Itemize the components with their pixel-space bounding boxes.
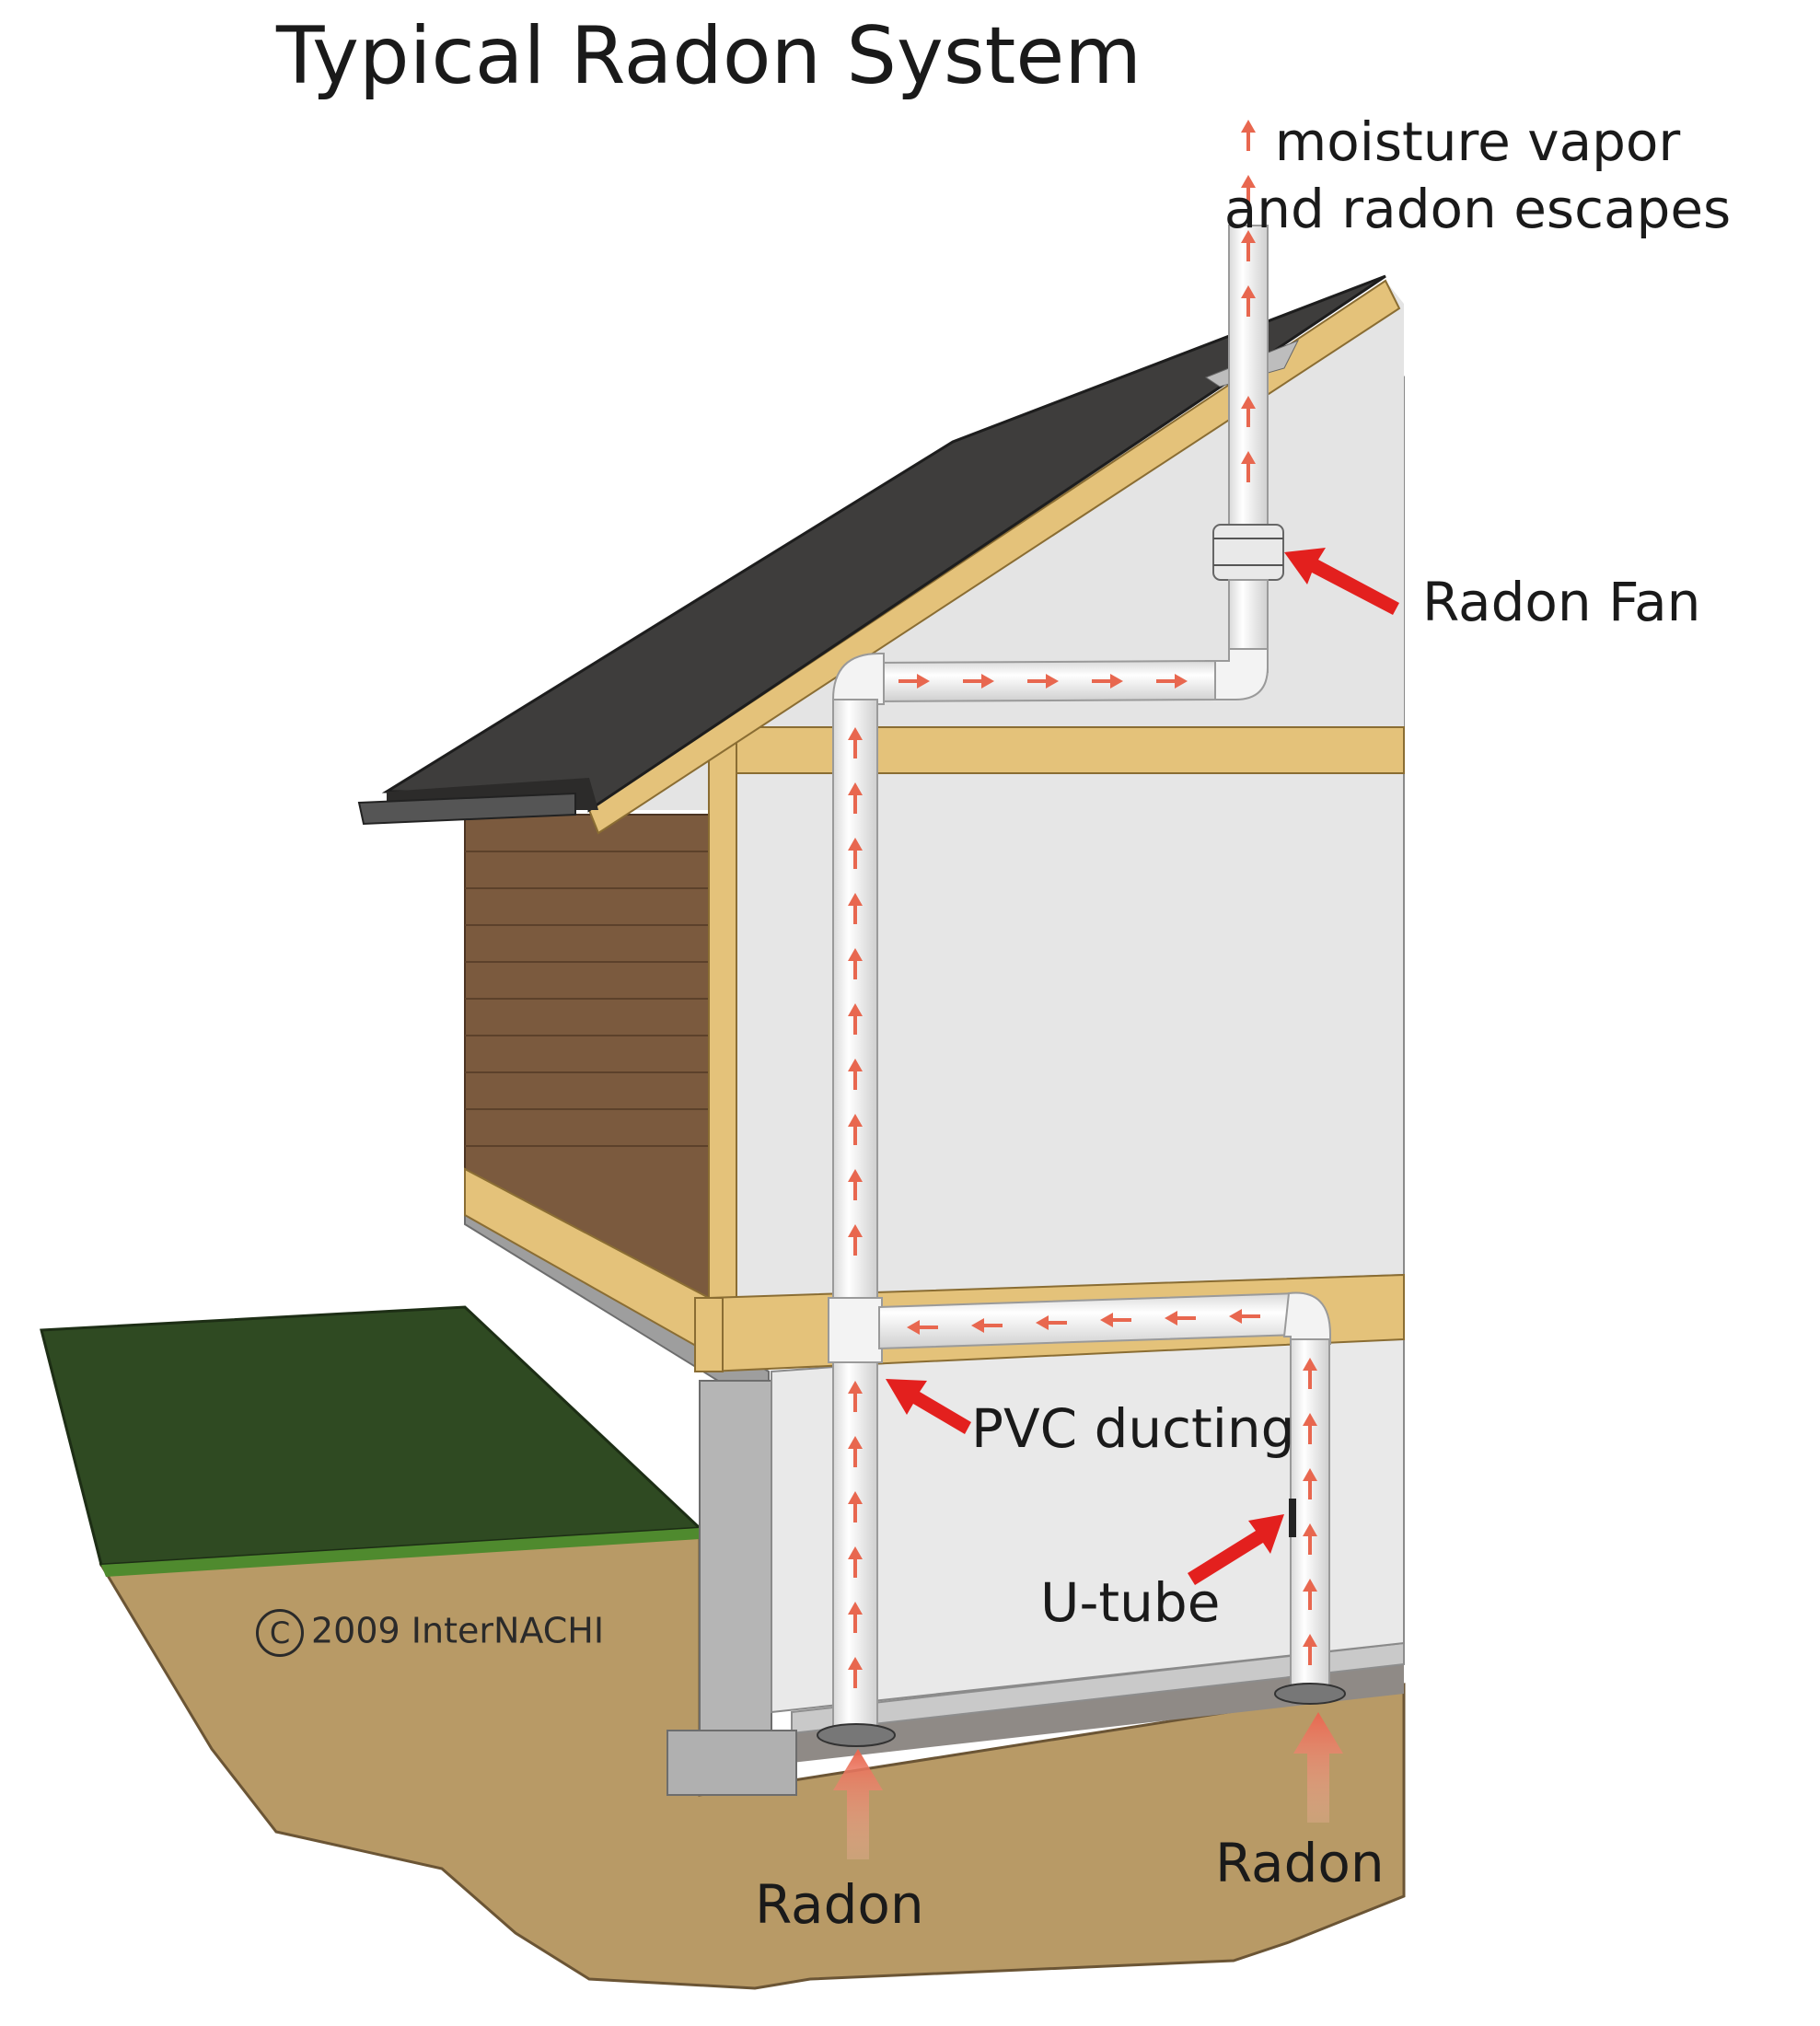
main-riser-flow-arrows [848,727,863,1688]
pointer-arrows [886,548,1399,1585]
lower-horizontal-flow-arrows [907,1309,1260,1335]
vent-exhaust-label: moisture vapor and radon escapes [1220,109,1735,242]
u-tube-label: U-tube [1040,1571,1221,1634]
radon-entry-arrow-right [1293,1712,1343,1823]
right-suction-pit [1274,1683,1346,1705]
vent-flow-arrows [1241,120,1256,482]
grass-edge [101,1528,700,1577]
upper-horizontal-flow-arrows [898,674,1188,689]
radon-fan-label: Radon Fan [1422,571,1701,633]
vent-stack-pipe [1228,225,1269,539]
roof-rafter [587,279,1401,835]
fan-pointer-arrow [1284,548,1399,615]
u-tube-pointer-arrow [1188,1514,1284,1585]
pvc-pointer-arrow [886,1379,971,1434]
left-suction-pit [817,1723,896,1747]
sill-plate [694,1297,724,1372]
grass-lawn [40,1305,703,1567]
gutter [357,792,576,826]
airflow-arrows [848,120,1317,1688]
u-tube-gauge [1289,1499,1296,1537]
pvc-ducting-label: PVC ducting [971,1397,1295,1460]
copyright-text: 2009 InterNACHI [311,1610,605,1651]
radon-label-left: Radon [755,1873,924,1936]
stud-left [708,726,737,1299]
soil-ground [99,1526,1406,1990]
gravel-bed [792,1661,1404,1763]
diagram-title: Typical Radon System [276,10,1142,102]
radon-label-right: Radon [1215,1832,1385,1894]
tee-fitting [828,1297,883,1363]
vent-exhaust-label-line1: moisture vapor [1274,110,1681,173]
copyright-symbol: C [256,1609,304,1657]
radon-fan-body [1212,524,1284,581]
foundation-face [699,1380,772,1731]
vent-exhaust-label-line2: and radon escapes [1223,177,1732,240]
right-riser-flow-arrows [1303,1358,1317,1665]
siding-lines [465,851,709,1147]
radon-entry-arrow-left [833,1749,883,1859]
footing [667,1730,797,1796]
